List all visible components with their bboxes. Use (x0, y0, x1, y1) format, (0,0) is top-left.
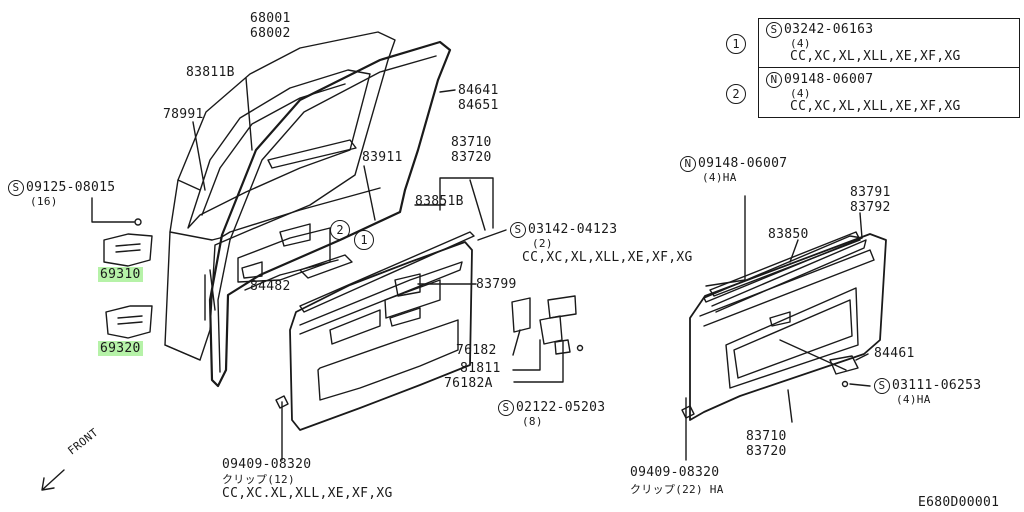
s-prefix-icon: S (8, 180, 24, 196)
n-prefix-icon: N (680, 156, 696, 172)
label-84482: 84482 (250, 279, 291, 294)
legend-row2-qty: (4) (790, 87, 811, 100)
label-83791: 83791 (850, 185, 891, 200)
rear-door-trim (689, 233, 887, 421)
s-prefix-icon: S (874, 378, 890, 394)
label-screw-02122-qty: (8) (522, 415, 543, 428)
label-83720-rear: 83720 (746, 444, 787, 459)
label-84651: 84651 (458, 98, 499, 113)
label-clip-09409-front: 09409-08320 (222, 457, 312, 472)
weatherstrip (208, 40, 452, 388)
label-83811B: 83811B (186, 65, 235, 80)
label-78991: 78991 (163, 107, 204, 122)
label-clip-rear-qty: クリップ(22) HA (630, 483, 724, 496)
legend-row1-qty: (4) (790, 37, 811, 50)
label-83911: 83911 (362, 150, 403, 165)
legend-row2-models: CC,XC,XL,XLL,XE,XF,XG (790, 99, 961, 114)
n-prefix-icon: N (766, 72, 782, 88)
upper-hinge (103, 233, 153, 267)
legend-ref-2: 2 (726, 84, 746, 104)
label-nut-qty: (4)HA (702, 171, 737, 184)
callout-ref-1: 1 (354, 230, 374, 250)
legend-ref-1: 1 (726, 34, 746, 54)
s-prefix-icon: S (766, 22, 782, 38)
label-76182A: 76182A (444, 376, 493, 391)
label-clip-front-qty: クリップ(12) (222, 473, 295, 486)
label-83710-rear: 83710 (746, 429, 787, 444)
label-68001: 68001 (250, 11, 291, 26)
lower-hinge (105, 305, 153, 339)
label-screw-03111-qty: (4)HA (896, 393, 931, 406)
label-83792: 83792 (850, 200, 891, 215)
label-84461: 84461 (874, 346, 915, 361)
legend-row1-models: CC,XC,XL,XLL,XE,XF,XG (790, 49, 961, 64)
label-83850: 83850 (768, 227, 809, 242)
label-83710-front: 83710 (451, 135, 492, 150)
legend-table (758, 18, 1020, 118)
label-83851B: 83851B (415, 194, 464, 209)
label-83720-front: 83720 (451, 150, 492, 165)
label-clip-front-models: CC,XC.XL,XLL,XE,XF,XG (222, 486, 393, 501)
label-screw-09125-qty: (16) (30, 195, 58, 208)
label-screw-03142-models: CC,XC,XL,XLL,XE,XF,XG (522, 250, 693, 265)
label-clip-09409-rear: 09409-08320 (630, 465, 720, 480)
s-prefix-icon: S (498, 400, 514, 416)
label-81811: 81811 (460, 361, 501, 376)
label-68002: 68002 (250, 26, 291, 41)
door-trim-panel (289, 241, 473, 431)
label-69320: 69320 (98, 341, 143, 356)
door-shell (164, 31, 396, 361)
door-window-frame (187, 69, 371, 229)
label-screw-03142-qty: (2) (532, 237, 553, 250)
s-prefix-icon: S (510, 222, 526, 238)
front-arrow (41, 469, 65, 491)
diagram-code: E680D00001 (918, 495, 1000, 510)
label-84641: 84641 (458, 83, 499, 98)
callout-ref-2: 2 (330, 220, 350, 240)
label-83799: 83799 (476, 277, 517, 292)
label-69310: 69310 (98, 267, 143, 282)
bracket (511, 297, 531, 333)
label-76182: 76182 (456, 343, 497, 358)
belt-molding (299, 231, 475, 313)
